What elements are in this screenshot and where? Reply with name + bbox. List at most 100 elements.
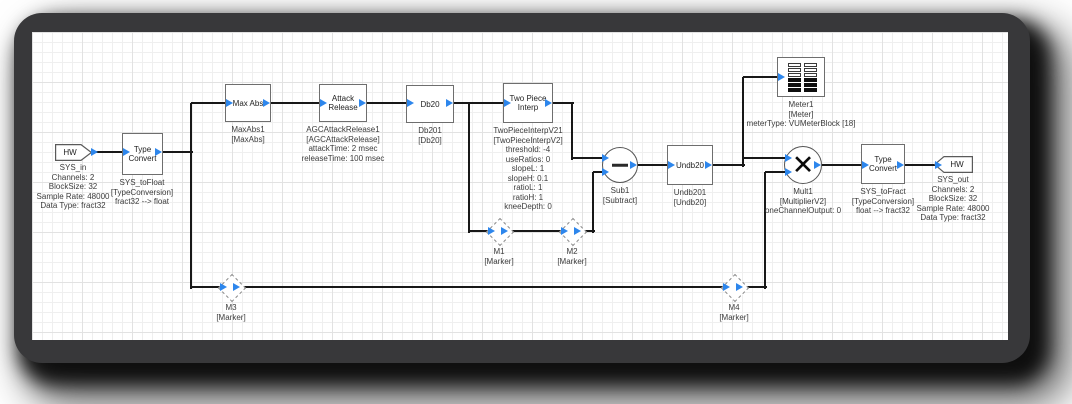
port-arrow-icon[interactable] xyxy=(545,99,552,107)
block-caption: AGCAttackRelease1[AGCAttackRelease]attac… xyxy=(301,125,385,163)
block-sys-in[interactable]: HW xyxy=(55,144,92,161)
multiply-x-icon: ✕ xyxy=(791,149,815,181)
block-db20[interactable]: Db20 xyxy=(406,85,454,123)
port-arrow-icon[interactable] xyxy=(407,99,414,107)
wire-segment[interactable] xyxy=(638,164,669,166)
port-arrow-icon[interactable] xyxy=(862,161,869,169)
block-label: Db20 xyxy=(420,99,440,109)
block-label: HW xyxy=(950,160,964,169)
block-caption: Meter1[Meter]meterType: VUMeterBlock [18… xyxy=(746,100,856,128)
vu-meter-bar-icon xyxy=(804,68,817,72)
wire-segment[interactable] xyxy=(271,102,321,104)
vu-meter-bar-icon xyxy=(804,83,817,87)
port-arrow-icon[interactable] xyxy=(226,99,233,107)
port-arrow-icon[interactable] xyxy=(155,148,162,156)
port-arrow-icon[interactable] xyxy=(359,99,366,107)
block-caption: M4[Marker] xyxy=(719,303,749,322)
port-arrow-icon[interactable] xyxy=(602,168,609,176)
block-meter[interactable] xyxy=(777,57,825,97)
wire-segment[interactable] xyxy=(743,157,787,159)
wire-segment[interactable] xyxy=(244,286,723,288)
wire-segment[interactable] xyxy=(454,102,505,104)
vu-meter-bar-icon xyxy=(788,78,801,82)
port-arrow-icon[interactable] xyxy=(897,161,904,169)
port-arrow-icon[interactable] xyxy=(723,283,730,291)
port-arrow-icon[interactable] xyxy=(123,148,130,156)
wire-segment[interactable] xyxy=(191,102,227,104)
hw-pentagon-shape xyxy=(55,144,92,161)
block-caption: MaxAbs1[MaxAbs] xyxy=(231,125,265,144)
block-caption: TwoPieceInterpV21[TwoPieceInterpV2]thres… xyxy=(493,126,563,211)
port-arrow-icon[interactable] xyxy=(814,161,821,169)
port-arrow-icon[interactable] xyxy=(504,99,511,107)
block-caption: Db201[Db20] xyxy=(418,126,442,145)
wire-segment[interactable] xyxy=(367,102,408,104)
wire-segment[interactable] xyxy=(469,230,488,232)
wire-segment[interactable] xyxy=(191,286,220,288)
subtract-minus-icon xyxy=(612,163,628,167)
wire-segment[interactable] xyxy=(765,171,787,173)
wire-segment[interactable] xyxy=(585,230,595,232)
wire-segment[interactable] xyxy=(571,103,573,160)
wire-segment[interactable] xyxy=(743,76,779,78)
wire-segment[interactable] xyxy=(572,157,604,159)
port-arrow-icon[interactable] xyxy=(91,148,98,156)
port-arrow-icon[interactable] xyxy=(935,161,942,169)
port-arrow-icon[interactable] xyxy=(233,283,240,291)
port-arrow-icon[interactable] xyxy=(785,168,792,176)
vu-meter-bar-icon xyxy=(788,88,801,92)
port-arrow-icon[interactable] xyxy=(561,227,568,235)
port-arrow-icon[interactable] xyxy=(501,227,508,235)
block-sub[interactable] xyxy=(602,147,638,183)
port-arrow-icon[interactable] xyxy=(263,99,270,107)
block-caption: M2[Marker] xyxy=(557,247,587,266)
vu-meter-bar-icon xyxy=(804,63,817,67)
port-arrow-icon[interactable] xyxy=(668,161,675,169)
port-arrow-icon[interactable] xyxy=(220,283,227,291)
wire-segment[interactable] xyxy=(92,151,124,153)
port-arrow-icon[interactable] xyxy=(446,99,453,107)
port-arrow-icon[interactable] xyxy=(488,227,495,235)
wire-segment[interactable] xyxy=(512,230,561,232)
vu-meter-bar-icon xyxy=(804,78,817,82)
wire-segment[interactable] xyxy=(747,286,767,288)
vu-meter-bar-icon xyxy=(788,63,801,67)
port-arrow-icon[interactable] xyxy=(736,283,743,291)
block-caption: SYS_toFract[TypeConversion]float --> fra… xyxy=(851,187,915,215)
block-caption: SYS_toFloat[TypeConversion]fract32 --> f… xyxy=(110,178,174,206)
wire-segment[interactable] xyxy=(742,77,744,167)
wire-segment[interactable] xyxy=(553,102,574,104)
wire-segment[interactable] xyxy=(822,164,863,166)
wire-segment[interactable] xyxy=(163,151,193,153)
vu-meter-bar-icon xyxy=(804,88,817,92)
block-label: HW xyxy=(63,148,77,157)
block-caption: Sub1[Subtract] xyxy=(602,186,638,205)
port-arrow-icon[interactable] xyxy=(778,73,785,81)
wire-segment[interactable] xyxy=(764,172,766,289)
port-arrow-icon[interactable] xyxy=(785,154,792,162)
block-caption: M1[Marker] xyxy=(484,247,514,266)
wire-segment[interactable] xyxy=(713,164,745,166)
wire-segment[interactable] xyxy=(905,164,936,166)
port-arrow-icon[interactable] xyxy=(602,154,609,162)
wire-segment[interactable] xyxy=(190,103,192,289)
port-arrow-icon[interactable] xyxy=(320,99,327,107)
wire-segment[interactable] xyxy=(468,103,470,233)
wire-segment[interactable] xyxy=(592,172,594,233)
block-caption: M3[Marker] xyxy=(216,303,246,322)
block-caption: Undb201[Undb20] xyxy=(673,188,707,207)
port-arrow-icon[interactable] xyxy=(574,227,581,235)
block-caption: Mult1[MultiplierV2]oneChannelOutput: 0 xyxy=(764,187,842,215)
wire-segment[interactable] xyxy=(593,171,604,173)
port-arrow-icon[interactable] xyxy=(630,161,637,169)
port-arrow-icon[interactable] xyxy=(705,161,712,169)
